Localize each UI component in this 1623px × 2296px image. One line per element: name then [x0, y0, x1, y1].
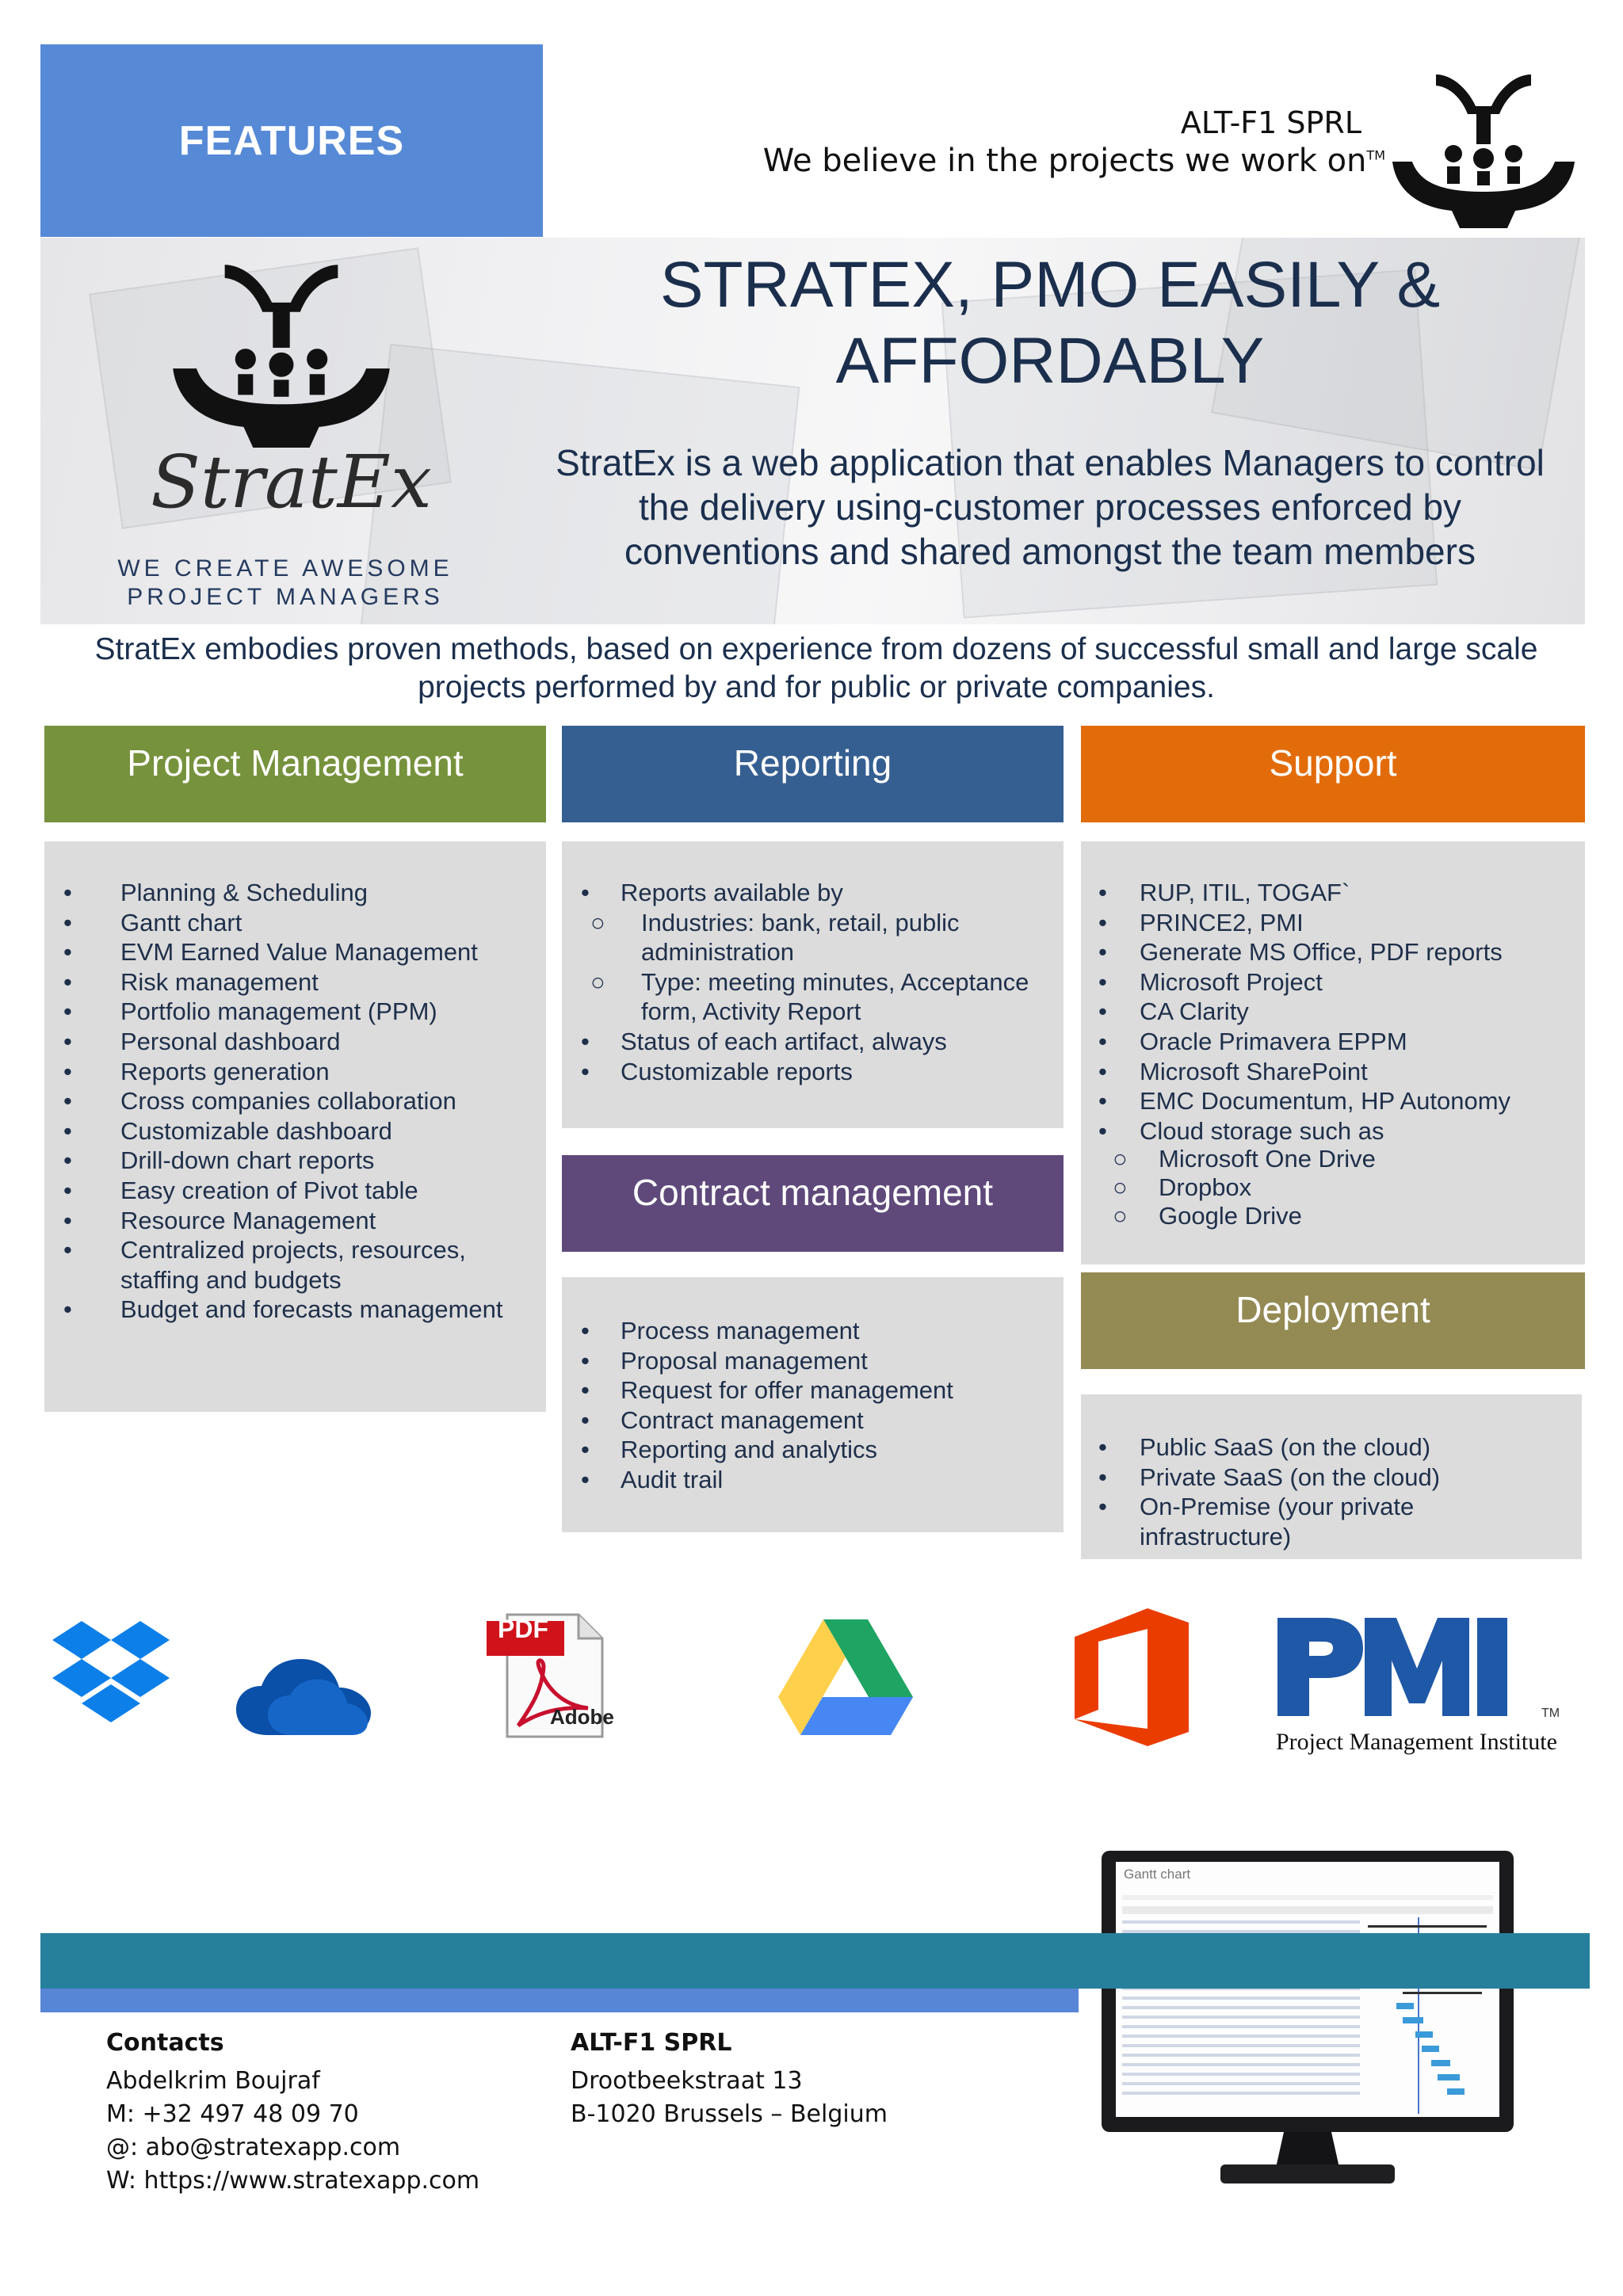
reporting-panel — [562, 841, 1064, 1128]
stratex-logo-word: StratEx — [151, 440, 432, 524]
company-name: ALT-F1 SPRL — [1180, 105, 1361, 140]
bullet-dot: • — [581, 1436, 590, 1464]
bullet-dot: • — [1098, 908, 1107, 936]
bullet-dot: • — [63, 1028, 72, 1055]
company-tagline: We believe in the projects we work onTM — [763, 143, 1385, 179]
bullet-circle: ○ — [1113, 1201, 1128, 1230]
footer-blue-bar — [40, 1989, 1079, 2012]
bullet-dot: • — [1098, 1057, 1107, 1085]
alt-f1-logo-icon — [1392, 74, 1575, 228]
bullet-dot: • — [63, 938, 72, 967]
motto-line-2: PROJECT MANAGERS — [127, 584, 444, 610]
pdf-label: PDF — [498, 1615, 548, 1643]
contacts-heading: Contacts — [106, 2029, 224, 2057]
features-header-box: FEATURES — [40, 44, 543, 237]
bullet-dot: • — [63, 1146, 72, 1175]
bullet-dot: • — [581, 1346, 590, 1375]
bullet-dot: • — [63, 1236, 72, 1264]
bullet-dot: • — [581, 1405, 590, 1434]
support-header: Support — [1081, 726, 1585, 822]
deployment-list: •Public SaaS (on the cloud) •Private Saa… — [1098, 1433, 1441, 1550]
project-management-header: Project Management — [44, 726, 546, 822]
adobe-label: Adobe — [550, 1705, 614, 1729]
tagline-text: We believe in the projects we work on — [762, 143, 1367, 179]
bullet-dot: • — [63, 1116, 72, 1145]
pmi-trademark: TM — [1541, 1707, 1560, 1720]
support-panel — [1081, 841, 1585, 1264]
monitor-icon — [1102, 1851, 1514, 2183]
bullet-dot: • — [63, 967, 72, 996]
bullet-dot: • — [1098, 1463, 1107, 1491]
contract-management-panel — [562, 1277, 1064, 1532]
dropbox-icon — [52, 1621, 170, 1722]
banner-description: StratEx is a web application that enable… — [556, 442, 1545, 572]
support-title: Support — [1269, 742, 1397, 784]
bullet-dot: • — [1098, 1493, 1107, 1521]
bullet-dot: • — [1098, 967, 1107, 996]
gantt-screenshot-title: Gantt chart — [1124, 1867, 1191, 1882]
bullet-circle: ○ — [590, 908, 605, 936]
pmi-logo — [1277, 1618, 1507, 1716]
footer-teal-bar — [40, 1933, 1590, 1989]
project-management-title: Project Management — [127, 742, 464, 784]
deployment-title: Deployment — [1235, 1289, 1430, 1330]
reporting-list: •Reports available by ○Industries: bank,… — [581, 879, 1029, 1085]
bullet-dot: • — [581, 1376, 590, 1405]
deployment-header: Deployment — [1081, 1272, 1585, 1369]
bullet-dot: • — [1098, 879, 1107, 906]
bullet-dot: • — [1098, 1028, 1107, 1055]
bullet-dot: • — [1098, 1433, 1107, 1461]
reporting-title: Reporting — [733, 742, 892, 784]
stratex-logo-icon — [173, 265, 390, 448]
contract-management-list: •Process management •Proposal management… — [581, 1317, 953, 1493]
bullet-dot: • — [63, 1087, 72, 1116]
contact-website-link[interactable]: W: https://www.stratexapp.com — [106, 2167, 480, 2195]
pmi-name: Project Management Institute — [1276, 1729, 1557, 1755]
contact-mobile[interactable]: M: +32 497 48 09 70 — [106, 2100, 359, 2128]
intro-paragraph: StratEx embodies proven methods, based o… — [94, 632, 1538, 704]
contract-management-title: Contract management — [632, 1172, 994, 1213]
bullet-dot: • — [63, 1057, 72, 1085]
project-management-panel — [44, 841, 546, 1412]
bullet-dot: • — [1098, 997, 1107, 1026]
monitor-screenshot: Gantt chart — [1102, 1851, 1514, 2199]
project-management-list: •Planning & Scheduling •Gantt chart •EVM… — [63, 879, 503, 1324]
bullet-dot: • — [63, 879, 72, 906]
address-line-1: Drootbeekstraat 13 — [571, 2067, 803, 2095]
bullet-dot: • — [63, 1295, 72, 1324]
banner-title: STRATEX, PMO EASILY & AFFORDABLY — [659, 249, 1441, 397]
bullet-dot: • — [63, 908, 72, 936]
contact-name: Abdelkrim Boujraf — [106, 2067, 320, 2095]
bullet-dot: • — [63, 1177, 72, 1204]
bullet-dot: • — [581, 1057, 590, 1085]
pdf-icon — [487, 1613, 604, 1738]
bullet-circle: ○ — [1113, 1173, 1128, 1201]
bullet-circle: ○ — [1113, 1145, 1128, 1173]
bullet-circle: ○ — [590, 967, 605, 996]
address-line-2: B-1020 Brussels – Belgium — [571, 2100, 888, 2128]
features-label: FEATURES — [178, 117, 405, 164]
contract-management-header: Contract management — [562, 1155, 1064, 1252]
bullet-dot: • — [581, 1466, 590, 1493]
motto-line-1: WE CREATE AWESOME — [117, 555, 453, 582]
bullet-dot: • — [63, 1206, 72, 1234]
reporting-header: Reporting — [562, 726, 1064, 822]
bullet-dot: • — [581, 1317, 590, 1344]
office-icon — [1075, 1608, 1189, 1746]
bullet-dot: • — [581, 879, 590, 906]
bullet-dot: • — [1098, 938, 1107, 967]
tagline-trademark: TM — [1366, 147, 1385, 163]
support-list: •RUP, ITIL, TOGAF` •PRINCE2, PMI •Genera… — [1098, 879, 1511, 1230]
banner-motto: WE CREATE AWESOME PROJECT MANAGERS — [95, 555, 475, 612]
bullet-dot: • — [581, 1028, 590, 1055]
bullet-dot: • — [63, 997, 72, 1026]
deployment-panel — [1081, 1394, 1582, 1559]
company-heading: ALT-F1 SPRL — [571, 2029, 732, 2057]
google-drive-icon — [778, 1619, 913, 1735]
contact-email-link[interactable]: @: abo@stratexapp.com — [106, 2134, 401, 2161]
bullet-dot: • — [1098, 1116, 1107, 1145]
onedrive-icon — [236, 1659, 371, 1735]
bullet-dot: • — [1098, 1087, 1107, 1116]
